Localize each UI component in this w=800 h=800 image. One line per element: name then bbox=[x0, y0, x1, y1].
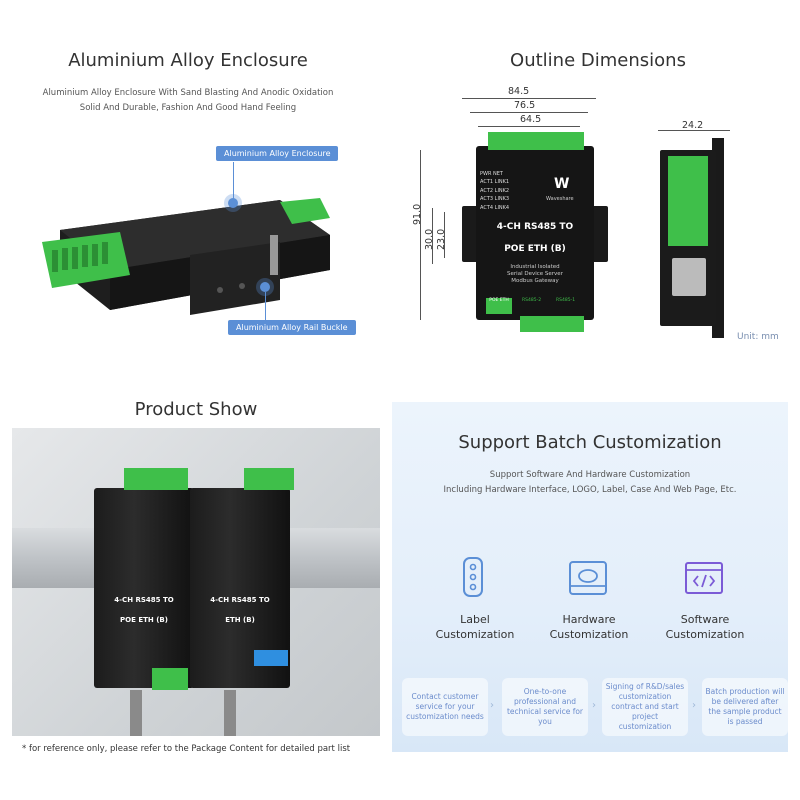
batch-sub-1: Support Software And Hardware Customizat… bbox=[489, 470, 691, 480]
device-desc-1: Industrial Isolated bbox=[510, 264, 560, 270]
product-left-device bbox=[94, 488, 194, 688]
device-brand: Waveshare bbox=[546, 196, 574, 202]
enclosure-title: Aluminium Alloy Enclosure bbox=[68, 50, 308, 71]
option-hardware-customization: Hardware Customization bbox=[534, 612, 644, 642]
process-step-3: Signing of R&D/sales customization contr… bbox=[602, 678, 688, 736]
rs485-1-label: RS485-1 bbox=[556, 298, 576, 303]
device-desc-2: Serial Device Server bbox=[507, 271, 563, 277]
product-photo: 4-CH RS485 TO POE ETH (B) 4-CH RS485 TO … bbox=[12, 428, 380, 736]
led-act4: ACT4 bbox=[480, 204, 494, 211]
callout-enclosure: Aluminium Alloy Enclosure bbox=[216, 146, 339, 161]
dim-side-width: 24.2 bbox=[682, 120, 704, 131]
led-link4: LINK4 bbox=[494, 204, 510, 211]
right-device-name-1: 4-CH RS485 TO bbox=[210, 596, 270, 604]
dim-width-2: 76.5 bbox=[514, 100, 536, 111]
side-terminal bbox=[668, 156, 708, 246]
led-link3: LINK3 bbox=[494, 196, 510, 203]
right-device-name-2: ETH (B) bbox=[225, 616, 255, 624]
enclosure-desc-line1: Aluminium Alloy Enclosure With Sand Blas… bbox=[42, 88, 334, 98]
chevron-right-icon: › bbox=[692, 700, 696, 711]
enclosure-desc-line2: Solid And Durable, Fashion And Good Hand… bbox=[79, 103, 297, 113]
enclosure-illustration bbox=[42, 198, 330, 315]
led-act3: ACT3 bbox=[480, 196, 494, 203]
remote-label-icon bbox=[463, 557, 483, 597]
device-front bbox=[476, 146, 594, 320]
left-device-name-2: POE ETH (B) bbox=[120, 616, 168, 624]
hard-drive-icon bbox=[569, 561, 607, 595]
option-label-customization: Label Customization bbox=[420, 612, 530, 642]
reference-note-text: * for reference only, please refer to th… bbox=[22, 744, 351, 754]
batch-sub-2: Including Hardware Interface, LOGO, Labe… bbox=[443, 485, 737, 495]
dimensions-title: Outline Dimensions bbox=[510, 50, 686, 71]
process-step-1: Contact customer service for your custom… bbox=[402, 678, 488, 736]
led-net: NET bbox=[493, 171, 503, 177]
code-window-icon bbox=[685, 562, 723, 594]
product-show-title: Product Show bbox=[134, 399, 258, 420]
waveshare-logo-icon: W bbox=[554, 176, 570, 192]
callout-rail-buckle: Aluminium Alloy Rail Buckle bbox=[228, 320, 356, 335]
led-link2: LINK2 bbox=[494, 187, 510, 194]
poe-eth-port: POE ETH bbox=[486, 298, 512, 314]
option-software-line2: Customization bbox=[665, 628, 745, 641]
option-hardware-line2: Customization bbox=[549, 628, 629, 641]
led-panel: PWR NET ACT1 LINK1 ACT2 LINK2 ACT3 LINK3… bbox=[480, 170, 536, 214]
option-software-customization: Software Customization bbox=[650, 612, 760, 642]
enclosure-desc: Aluminium Alloy Enclosure With Sand Blas… bbox=[0, 86, 376, 116]
mount-ear-right bbox=[590, 206, 608, 262]
led-act1: ACT1 bbox=[480, 179, 494, 186]
batch-title: Support Batch Customization bbox=[458, 432, 722, 453]
enclosure-hotspot bbox=[228, 198, 238, 208]
led-link1: LINK1 bbox=[494, 179, 510, 186]
dim-height-3: 23.0 bbox=[436, 228, 447, 250]
batch-subtitle: Support Software And Hardware Customizat… bbox=[392, 468, 788, 498]
process-step-4: Batch production will be delivered after… bbox=[702, 678, 788, 736]
reference-note: * for reference only, please refer to th… bbox=[22, 744, 350, 754]
chevron-right-icon: › bbox=[592, 700, 596, 711]
device-desc-3: Modbus Gateway bbox=[511, 278, 559, 284]
terminal-top bbox=[488, 132, 584, 150]
process-step-2: One-to-one professional and technical se… bbox=[502, 678, 588, 736]
mount-ear-left bbox=[462, 206, 480, 262]
dim-width-1: 84.5 bbox=[508, 86, 530, 97]
chevron-right-icon: › bbox=[490, 700, 494, 711]
device-name-line2: POE ETH (B) bbox=[504, 244, 566, 254]
led-act2: ACT2 bbox=[480, 187, 494, 194]
led-pwr: PWR bbox=[480, 171, 492, 177]
dim-height-1: 91.0 bbox=[412, 203, 423, 225]
unit-label: Unit: mm bbox=[737, 332, 779, 342]
left-device-name-1: 4-CH RS485 TO bbox=[114, 596, 174, 604]
ethernet-jack bbox=[672, 258, 706, 296]
rail-buckle-hotspot bbox=[260, 282, 270, 292]
terminal-bottom bbox=[520, 316, 584, 332]
device-desc: Industrial Isolated Serial Device Server… bbox=[478, 264, 592, 285]
dim-width-3: 64.5 bbox=[520, 114, 542, 125]
rail-buckle-spring bbox=[270, 235, 278, 275]
option-label-line1: Label bbox=[460, 613, 490, 626]
rs485-2-label: RS485-2 bbox=[522, 298, 542, 303]
option-label-line2: Customization bbox=[435, 628, 515, 641]
dim-height-2: 30.0 bbox=[424, 228, 435, 250]
option-software-line1: Software bbox=[680, 613, 730, 626]
device-name-line1: 4-CH RS485 TO bbox=[496, 222, 574, 232]
option-hardware-line1: Hardware bbox=[562, 613, 616, 626]
